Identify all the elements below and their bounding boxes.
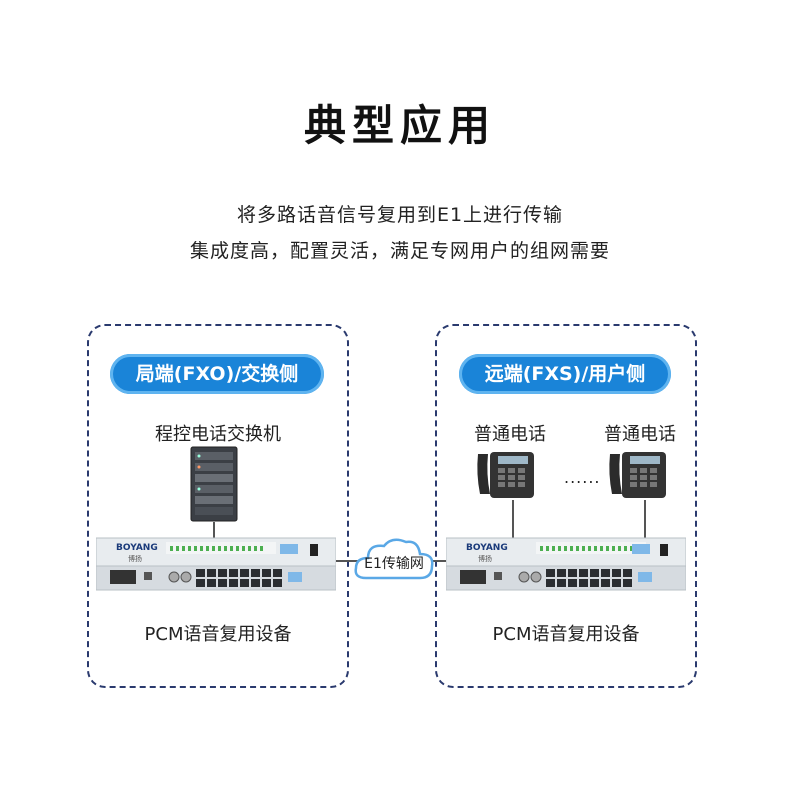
phone-label-1: 普通电话 xyxy=(474,424,546,445)
subtitle-line-1: 将多路话音信号复用到E1上进行传输 xyxy=(236,204,564,226)
right-panel-badge: 远端(FXS)/用户侧 xyxy=(459,354,671,394)
page-title: 典型应用 xyxy=(303,101,496,150)
exchange-label: 程控电话交换机 xyxy=(155,424,281,445)
phone2-connector-line xyxy=(644,500,646,540)
telephone-icon-2 xyxy=(609,452,666,498)
right-device-label: PCM语音复用设备 xyxy=(492,624,640,645)
network-label: E1传输网 xyxy=(364,556,424,572)
phones-ellipsis: ...... xyxy=(564,468,601,487)
left-pcm-device-icon xyxy=(96,537,336,591)
left-device-brand: BOYANG xyxy=(116,543,158,553)
left-device-brand-sub: 博扬 xyxy=(128,555,142,563)
left-panel-badge: 局端(FXO)/交换侧 xyxy=(110,354,324,394)
cloud-network-icon xyxy=(354,538,434,580)
phone-label-2: 普通电话 xyxy=(604,424,676,445)
left-device-label: PCM语音复用设备 xyxy=(144,624,292,645)
phone1-connector-line xyxy=(512,500,514,540)
exchange-cabinet-icon xyxy=(190,446,238,522)
exchange-connector-line xyxy=(213,522,215,540)
subtitle-line-2: 集成度高，配置灵活，满足专网用户的组网需要 xyxy=(189,240,610,262)
right-device-brand-sub: 博扬 xyxy=(478,555,492,563)
right-link-line xyxy=(430,560,446,562)
telephone-icon-1 xyxy=(477,452,534,498)
right-device-brand: BOYANG xyxy=(466,543,508,553)
right-pcm-device-icon xyxy=(446,537,686,591)
left-link-line xyxy=(336,560,358,562)
